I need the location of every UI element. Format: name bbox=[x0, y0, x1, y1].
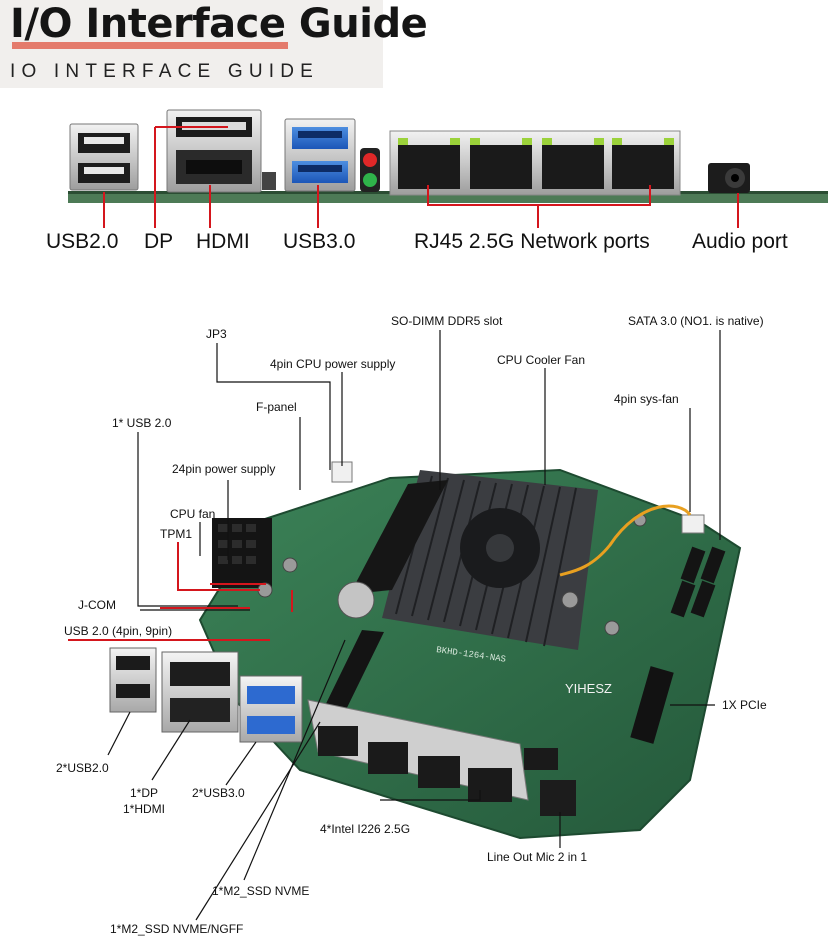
io-label-audio: Audio port bbox=[692, 230, 788, 253]
title-underline bbox=[12, 42, 288, 49]
rj45-port-block bbox=[389, 130, 681, 196]
label-cpu-cooler: CPU Cooler Fan bbox=[497, 353, 586, 367]
cpu-heatsink bbox=[382, 470, 598, 650]
label-jp3: JP3 bbox=[206, 327, 227, 341]
dp-hdmi-stack-port bbox=[166, 109, 276, 193]
board-red-callouts bbox=[68, 542, 293, 641]
cmos-battery bbox=[337, 581, 375, 619]
label-f-panel: F-panel bbox=[256, 400, 297, 414]
board-brand-mark: YIHESZ bbox=[565, 681, 612, 696]
rear-dp-hdmi-stack bbox=[161, 651, 239, 733]
label-cpu-fan: CPU fan bbox=[170, 507, 216, 521]
io-label-usb2: USB2.0 bbox=[46, 230, 119, 253]
sata-ports bbox=[670, 546, 726, 618]
usb3-stack-port bbox=[284, 118, 356, 192]
usb2-stack-port bbox=[69, 123, 139, 191]
capacitors bbox=[257, 513, 647, 636]
status-leds bbox=[360, 148, 380, 192]
sys-fan-header bbox=[681, 514, 705, 534]
label-intel-lan: 4*Intel I226 2.5G bbox=[320, 822, 411, 836]
io-label-hdmi: HDMI bbox=[196, 230, 250, 253]
label-tpm: TPM1 bbox=[160, 527, 193, 541]
io-label-dp: DP bbox=[144, 230, 174, 253]
pcie-x1-slot bbox=[630, 666, 674, 744]
rear-usb3-stack bbox=[239, 675, 303, 743]
io-callout-lines bbox=[103, 126, 739, 228]
io-label-rj45: RJ45 2.5G Network ports bbox=[414, 230, 650, 253]
label-hdmi: 1*HDMI bbox=[123, 802, 166, 816]
page-title: I/O Interface Guide bbox=[10, 1, 428, 47]
io-panel-illustration bbox=[68, 109, 828, 228]
label-sata: SATA 3.0 (NO1. is native) bbox=[628, 314, 764, 328]
guide-header: I/O Interface Guide IO INTERFACE GUIDE bbox=[0, 0, 428, 88]
label-usb3-double: 2*USB3.0 bbox=[192, 786, 245, 800]
pcb-edge bbox=[68, 193, 828, 203]
m2-slot-ngff bbox=[318, 630, 384, 722]
rear-rj45-block bbox=[307, 699, 529, 802]
label-usb2-single: 1* USB 2.0 bbox=[112, 416, 172, 430]
rear-usb2-stack bbox=[109, 647, 157, 713]
label-so-dimm: SO-DIMM DDR5 slot bbox=[391, 314, 503, 328]
rear-audio-jack bbox=[540, 780, 576, 816]
label-cpu-power: 4pin CPU power supply bbox=[270, 357, 396, 371]
label-m2-nvme: 1*M2_SSD NVME bbox=[212, 884, 310, 898]
label-dp: 1*DP bbox=[130, 786, 159, 800]
label-line-out: Line Out Mic 2 in 1 bbox=[487, 850, 588, 864]
label-usb2-double: 2*USB2.0 bbox=[56, 761, 109, 775]
label-24pin-power: 24pin power supply bbox=[172, 462, 276, 476]
so-dimm-slot bbox=[350, 480, 448, 594]
page-subtitle: IO INTERFACE GUIDE bbox=[10, 61, 320, 82]
audio-jack-port bbox=[708, 163, 750, 193]
io-label-usb3: USB3.0 bbox=[283, 230, 356, 253]
board-callout-lines bbox=[107, 330, 721, 921]
label-usb2-header: USB 2.0 (4pin, 9pin) bbox=[64, 624, 173, 638]
label-sys-fan: 4pin sys-fan bbox=[614, 392, 679, 406]
label-m2-ngff: 1*M2_SSD NVME/NGFF bbox=[110, 922, 244, 936]
label-jcom: J-COM bbox=[78, 598, 116, 612]
m2-slot-nvme bbox=[524, 748, 558, 770]
label-pcie: 1X PCIe bbox=[722, 698, 767, 712]
